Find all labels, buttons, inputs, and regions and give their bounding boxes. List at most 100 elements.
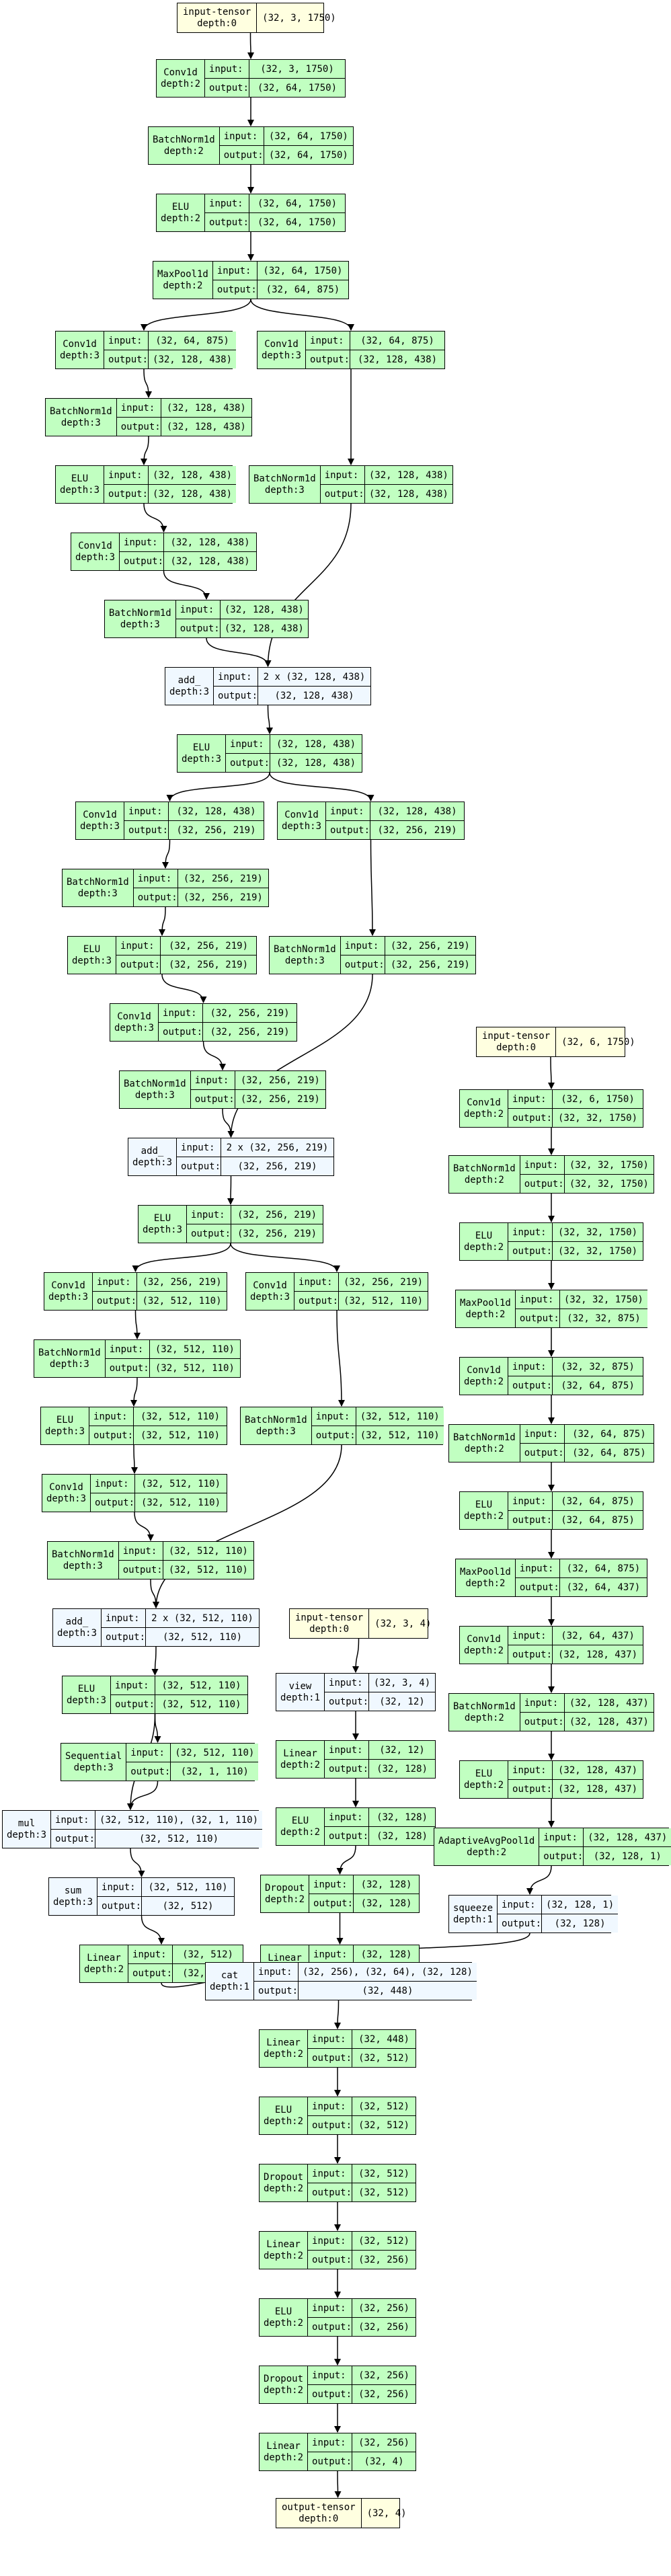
output-row: output:(32, 256, 219) xyxy=(177,1157,333,1175)
edge-d2-d3 xyxy=(130,1377,138,1407)
input-row: input:(32, 128) xyxy=(325,1808,435,1826)
layer-depth: depth:1 xyxy=(280,1692,321,1703)
input-row: input:(32, 32, 875) xyxy=(508,1358,643,1376)
edge-c3-c4 xyxy=(161,974,207,1003)
output-shape: (32, 128, 438) xyxy=(161,418,251,436)
output-shape: (32, 448) xyxy=(299,1982,477,2000)
input-shape: (32, 128, 438) xyxy=(220,600,308,619)
input-shape: (32, 512, 110) xyxy=(171,1744,259,1762)
layer-type: Conv1d xyxy=(467,1097,501,1108)
input-shape: (32, 64, 1750) xyxy=(264,127,353,145)
output-shape: (32, 256, 219) xyxy=(385,955,475,974)
input-shape: (32, 64, 875) xyxy=(564,1425,654,1443)
output-shape: (32, 512, 110) xyxy=(146,1628,259,1646)
input-label: input: xyxy=(254,1963,299,1981)
input-row: input:(32, 512, 110) xyxy=(118,1542,253,1560)
output-row: output:(32, 12) xyxy=(325,1692,435,1711)
output-row: output:(32, 512, 110) xyxy=(111,1694,247,1713)
layer-type: Sequential xyxy=(65,1750,122,1762)
output-shape: (32, 256) xyxy=(352,2318,416,2336)
input-row: input:(32, 128, 438) xyxy=(175,600,308,619)
output-row: output:(32, 256) xyxy=(308,2317,416,2336)
output-label: output: xyxy=(326,821,371,839)
layer-type: Linear xyxy=(283,1748,317,1759)
output-row: output:(32, 64, 875) xyxy=(212,280,348,299)
input-shape: (32, 64, 1750) xyxy=(257,262,348,280)
output-row: output:(32, 128, 437) xyxy=(508,1645,643,1664)
layer-depth: depth:2 xyxy=(464,1241,504,1253)
tensor-label: output-tensor xyxy=(282,2501,356,2513)
output-row: output:(32, 128, 438) xyxy=(120,551,256,570)
io-table: input:(32, 256, 219)output:(32, 256, 219… xyxy=(340,937,475,974)
layer-depth: depth:3 xyxy=(264,484,305,496)
